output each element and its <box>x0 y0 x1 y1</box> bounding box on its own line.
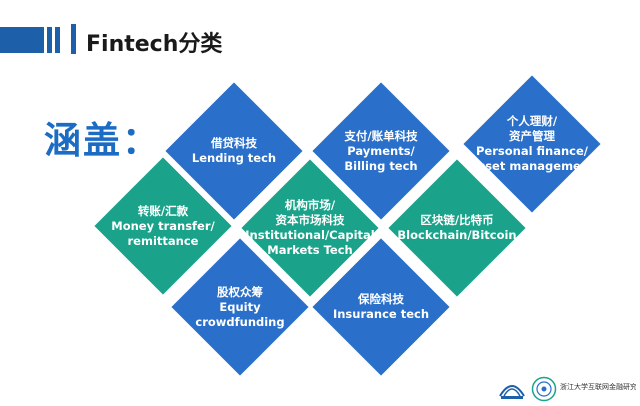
header-accent-band <box>0 27 60 53</box>
tile-label-line: 支付/账单科技 <box>344 128 418 143</box>
institute-name: 浙江大学互联网金融研究院 <box>560 383 636 391</box>
covers-label: 涵盖： <box>44 119 161 162</box>
tile-label-line: 资产管理 <box>509 129 555 143</box>
tile-blockchain <box>385 156 529 300</box>
tile-label-line: remittance <box>127 233 199 248</box>
tile-label-line: 个人理财/ <box>506 114 558 128</box>
tile-label-line: Billing tech <box>344 158 418 173</box>
tile-label-line: 资本市场科技 <box>275 213 345 227</box>
tile-label-line: Asset management <box>469 159 595 173</box>
header-accent-bar <box>71 24 76 54</box>
tile-money-transfer <box>91 154 235 298</box>
tile-personal-finance <box>460 72 604 216</box>
tile-equity-crowdfunding <box>168 235 312 379</box>
tile-label-line: 保险科技 <box>358 292 404 306</box>
slide-title: Fintech分类 <box>86 32 223 57</box>
footer-logos: 浙江大学互联网金融研究院 <box>497 374 637 404</box>
tile-label-line: Lending tech <box>191 151 277 165</box>
tile-label-line: 机构市场/ <box>284 198 336 212</box>
tile-label-line: 区块链/比特币 <box>420 213 494 227</box>
tile-label-line: crowdfunding <box>195 314 285 329</box>
tile-label-line: 转账/汇款 <box>137 203 189 218</box>
tile-label-line: Blockchain/Bitcoin <box>397 228 517 242</box>
tile-lending <box>162 79 306 223</box>
tile-label-line: Institutional/Capital <box>245 228 375 242</box>
tile-label-line: Insurance tech <box>332 307 430 321</box>
header-accent-stripe <box>52 27 55 53</box>
tile-insurance <box>309 235 453 379</box>
tile-label-line: Markets Tech <box>267 243 353 257</box>
institute-seal-icon <box>531 376 557 402</box>
header-accent-stripe <box>44 27 47 53</box>
tile-label-line: Payments/ <box>347 143 415 158</box>
tile-payments <box>309 79 453 223</box>
tile-label-line: Equity <box>219 299 261 314</box>
tile-label-line: 借贷科技 <box>211 136 257 150</box>
tile-label-line: Personal finance/ <box>475 144 588 158</box>
tile-label-line: Money transfer/ <box>111 218 215 233</box>
tile-label-line: 股权众筹 <box>217 284 263 299</box>
tile-institutional <box>238 156 382 300</box>
university-logo-icon <box>499 385 525 399</box>
